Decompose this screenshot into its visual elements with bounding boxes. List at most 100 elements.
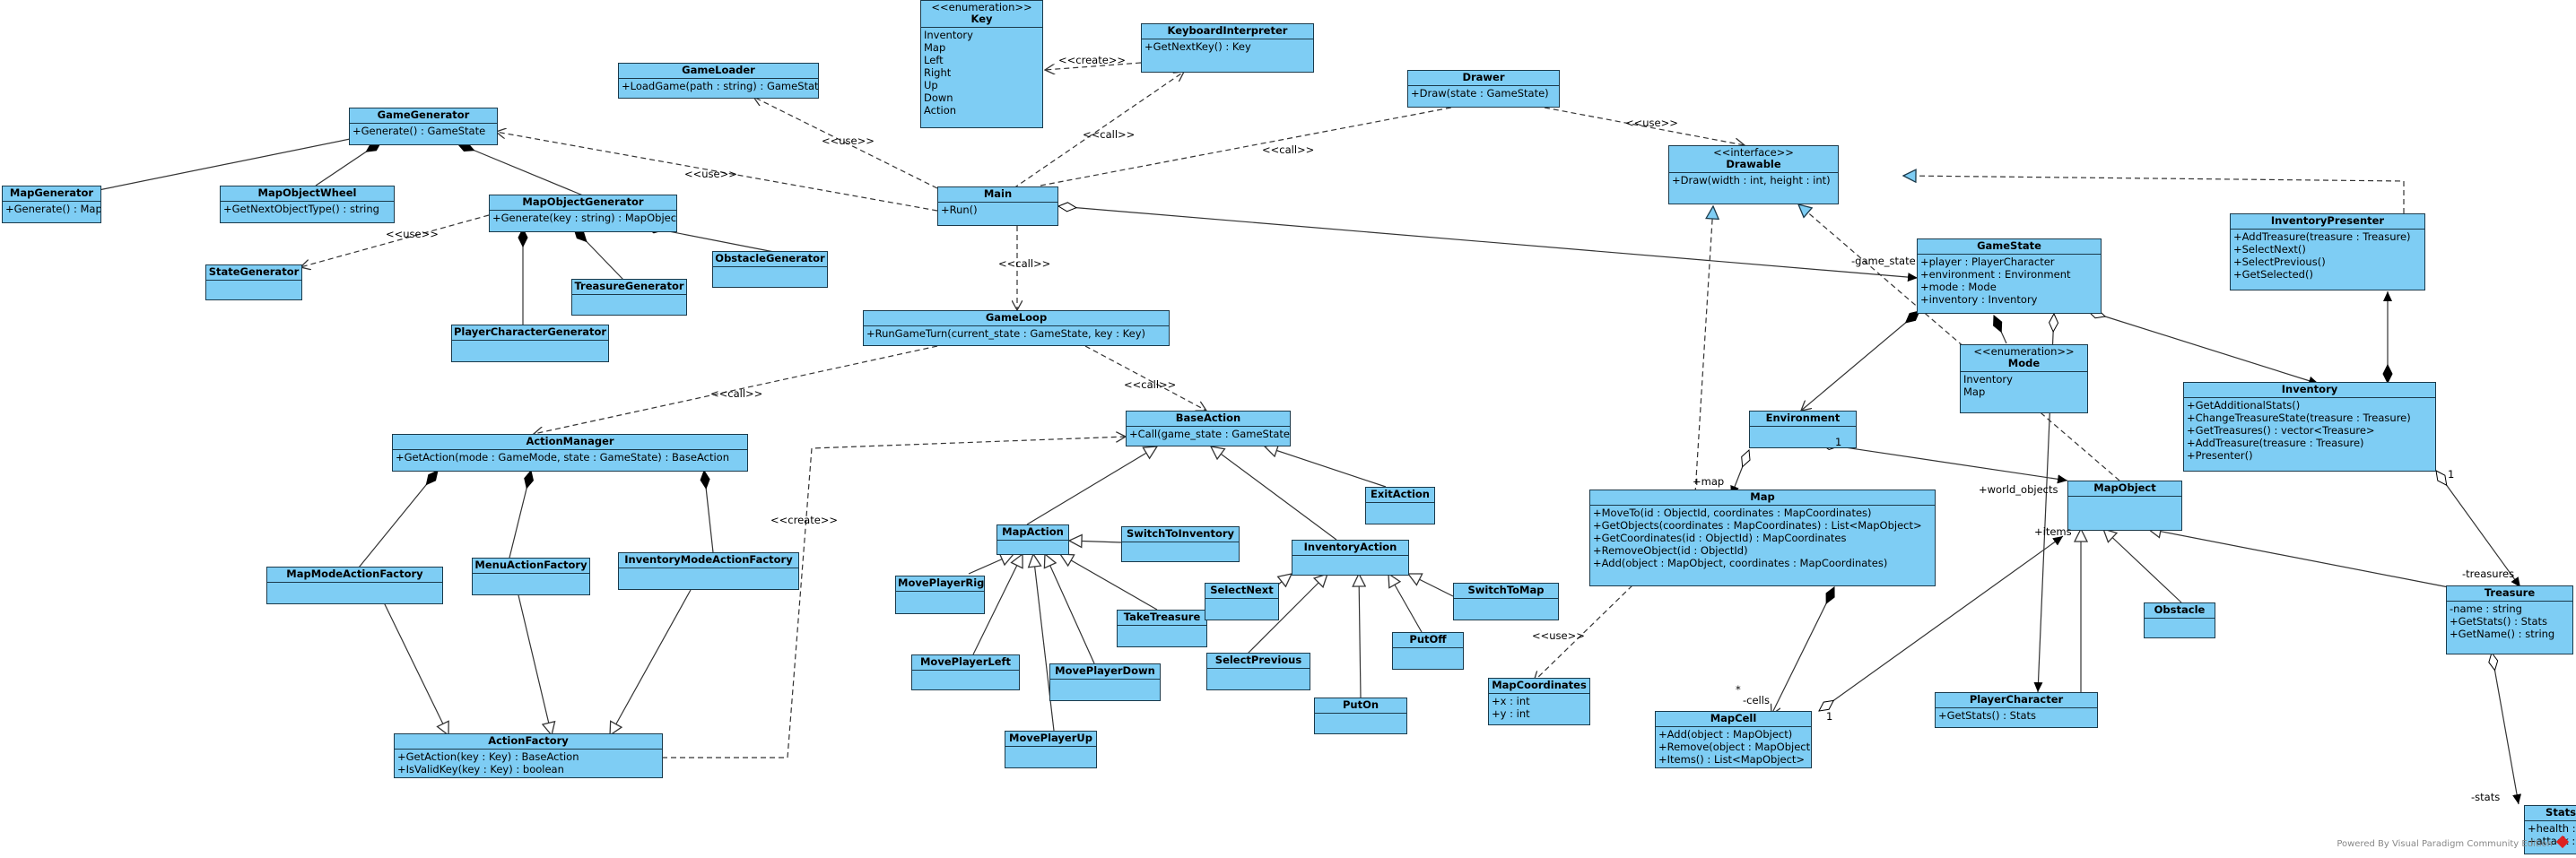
class-name: Inventory: [2184, 383, 2435, 398]
class-switch-to-map[interactable]: SwitchToMap: [1453, 583, 1559, 620]
class-member: +inventory : Inventory: [1920, 293, 2038, 306]
class-name: Drawer: [1408, 71, 1559, 86]
comp-am-menufactory: [509, 471, 531, 559]
class-drawer[interactable]: Drawer +Draw(state : GameState): [1407, 70, 1560, 108]
class-map[interactable]: Map +MoveTo(id : ObjectId, coordinates :…: [1589, 490, 1936, 586]
dep-drawer-drawable: [1544, 107, 1745, 145]
class-select-next[interactable]: SelectNext: [1205, 583, 1279, 620]
class-stereotype: <<enumeration>>: [931, 1, 1032, 13]
class-game-generator[interactable]: GameGenerator +Generate() : GameState: [349, 108, 498, 145]
class-obstacle-generator[interactable]: ObstacleGenerator: [712, 251, 828, 288]
class-map-object-wheel[interactable]: MapObjectWheel +GetNextObjectType() : st…: [220, 186, 395, 223]
class-member: +AddTreasure(treasure : Treasure): [2187, 437, 2364, 449]
class-name: MovePlayerDown: [1050, 664, 1160, 680]
class-member: +RunGameTurn(current_state : GameState, …: [866, 327, 1145, 340]
class-take-treasure[interactable]: TakeTreasure: [1117, 610, 1207, 647]
class-map-action[interactable]: MapAction: [996, 524, 1069, 555]
label-stats-role: -stats: [2471, 791, 2501, 803]
class-map-object-generator[interactable]: MapObjectGenerator +Generate(key : strin…: [489, 195, 677, 232]
class-inventory[interactable]: Inventory +GetAdditionalStats() +ChangeT…: [2183, 382, 2436, 472]
class-name: SwitchToMap: [1454, 584, 1558, 599]
class-name: Main: [938, 187, 1057, 203]
class-map-object[interactable]: MapObject: [2067, 481, 2182, 531]
class-member: +Run(): [941, 204, 978, 216]
class-name: PlayerCharacter: [1936, 693, 2097, 708]
class-inventory-action[interactable]: InventoryAction: [1292, 540, 1409, 576]
class-action-manager[interactable]: ActionManager +GetAction(mode : GameMode…: [392, 434, 748, 472]
class-member: +Generate() : GameState: [352, 125, 486, 137]
comp-gs-mode: [1994, 316, 2007, 344]
label-use-main-generator: <<use>>: [684, 168, 737, 180]
class-member: +player : PlayerCharacter: [1920, 256, 2055, 268]
class-name: TreasureGenerator: [572, 280, 686, 295]
class-game-state[interactable]: GameState +player : PlayerCharacter +env…: [1917, 238, 2102, 314]
class-map-mode-action-factory[interactable]: MapModeActionFactory: [266, 567, 443, 604]
class-map-coordinates[interactable]: MapCoordinates +x : int +y : int: [1488, 678, 1590, 725]
comp-gs-environment: [1801, 311, 1919, 411]
class-menu-action-factory[interactable]: MenuActionFactory: [472, 558, 590, 595]
class-inventory-presenter[interactable]: InventoryPresenter +AddTreasure(treasure…: [2230, 213, 2425, 290]
footer-text: Powered By Visual Paradigm Community Edi…: [2337, 839, 2553, 849]
class-member: +Draw(width : int, height : int): [1672, 174, 1831, 186]
agg-mapcell-mapobject: [1819, 535, 2064, 711]
class-move-player-right[interactable]: MovePlayerRight: [895, 576, 985, 614]
class-name: MapAction: [997, 525, 1068, 541]
class-drawable-interface[interactable]: <<interface>>Drawable +Draw(width : int,…: [1668, 145, 1839, 204]
class-mode-enum[interactable]: <<enumeration>>Mode Inventory Map: [1960, 344, 2088, 413]
class-switch-to-inventory[interactable]: SwitchToInventory: [1121, 526, 1240, 562]
footer-credit: Powered By Visual Paradigm Community Edi…: [2337, 835, 2570, 849]
class-action-factory[interactable]: ActionFactory +GetAction(key : Key) : Ba…: [394, 733, 663, 778]
class-base-action[interactable]: BaseAction +Call(game_state : GameState): [1126, 411, 1291, 446]
label-cells-multiplicity: *: [1736, 683, 1741, 696]
class-member: +GetCoordinates(id : ObjectId) : MapCoor…: [1593, 532, 1847, 544]
class-map-cell[interactable]: MapCell +Add(object : MapObject) +Remove…: [1655, 711, 1812, 768]
gen-obstacle-mapobject: [2103, 529, 2182, 603]
class-obstacle[interactable]: Obstacle: [2144, 602, 2215, 638]
class-player-character-generator[interactable]: PlayerCharacterGenerator: [451, 325, 609, 362]
class-exit-action[interactable]: ExitAction: [1365, 487, 1435, 524]
class-game-loader[interactable]: GameLoader +LoadGame(path : string) : Ga…: [618, 63, 819, 99]
class-select-previous[interactable]: SelectPrevious: [1206, 653, 1310, 690]
class-name: MovePlayerRight: [896, 576, 984, 592]
class-member: +LoadGame(path : string) : GameState: [622, 80, 819, 92]
class-main[interactable]: Main +Run(): [937, 186, 1058, 226]
realize-presenter-drawable: [1903, 176, 2405, 213]
class-game-loop[interactable]: GameLoop +RunGameTurn(current_state : Ga…: [863, 310, 1170, 346]
class-member: +mode : Mode: [1920, 281, 1997, 293]
class-put-off[interactable]: PutOff: [1392, 632, 1464, 670]
agg-env-map: [1731, 450, 1749, 497]
class-member: +Items() : List<MapObject>: [1658, 753, 1806, 766]
dep-main-gamegenerator: [496, 132, 938, 212]
class-name: Environment: [1750, 412, 1856, 427]
class-name: ExitAction: [1366, 488, 1434, 503]
dep-map-mapcoordinates: [1534, 585, 1633, 681]
class-key-enum[interactable]: <<enumeration>>Key Inventory Map Left Ri…: [920, 0, 1043, 128]
class-treasure-generator[interactable]: TreasureGenerator: [571, 279, 687, 316]
class-keyboard-interpreter[interactable]: KeyboardInterpreter +GetNextKey() : Key: [1141, 23, 1314, 73]
class-member: +GetAction(mode : GameMode, state : Game…: [396, 451, 729, 464]
class-name: MapGenerator: [3, 186, 100, 202]
class-state-generator[interactable]: StateGenerator: [205, 264, 302, 300]
class-inventory-mode-action-factory[interactable]: InventoryModeActionFactory: [618, 552, 799, 590]
gen-switchinv-mapaction: [1069, 541, 1122, 542]
class-name: TakeTreasure: [1118, 611, 1206, 626]
class-member: +GetAdditionalStats(): [2187, 399, 2301, 412]
class-name: Obstacle: [2145, 603, 2215, 619]
class-member: +GetNextKey() : Key: [1144, 40, 1251, 53]
class-environment[interactable]: Environment: [1749, 411, 1857, 448]
class-move-player-up[interactable]: MovePlayerUp: [1005, 731, 1097, 768]
agg-env-mapobject: [1821, 444, 2068, 481]
class-name: MapObjectGenerator: [490, 195, 676, 211]
class-map-generator[interactable]: MapGenerator +Generate() : Map: [2, 186, 101, 223]
class-move-player-down[interactable]: MovePlayerDown: [1049, 663, 1161, 701]
class-member: +MoveTo(id : ObjectId, coordinates : Map…: [1593, 507, 1872, 519]
class-member: +IsValidKey(key : Key) : boolean: [397, 763, 564, 776]
enum-literal: Up: [924, 79, 938, 91]
class-move-player-left[interactable]: MovePlayerLeft: [911, 654, 1020, 690]
gen-putoff-invaction: [1388, 574, 1423, 633]
class-treasure[interactable]: Treasure -name : string +GetStats() : St…: [2446, 585, 2573, 654]
dep-mog-stategen: [300, 214, 490, 267]
class-put-on[interactable]: PutOn: [1314, 698, 1407, 734]
dep-gameloop-actionmanager: [534, 345, 938, 434]
class-player-character[interactable]: PlayerCharacter +GetStats() : Stats: [1935, 692, 2098, 728]
